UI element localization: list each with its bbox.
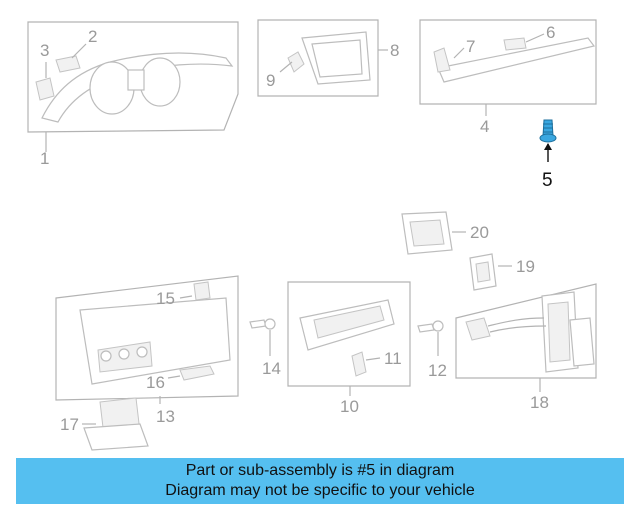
callout-label: 7 [466, 37, 475, 56]
callout-label: 17 [60, 415, 79, 434]
parts-diagram: 1 2 3 4 5 6 7 8 9 10 11 12 13 14 15 16 1… [27, 19, 597, 451]
callout-label: 10 [340, 397, 359, 416]
part-12-bolt [417, 320, 444, 356]
callout-label: 18 [530, 393, 549, 412]
callout-label: 12 [428, 361, 447, 380]
banner-line-2: Diagram may not be specific to your vehi… [165, 482, 475, 499]
part-group-10 [287, 281, 411, 396]
info-banner: Part or sub-assembly is #5 in diagram Di… [16, 458, 624, 504]
part-group-18 [455, 283, 597, 392]
part-5-screw-highlighted[interactable] [539, 119, 557, 162]
callout-label: 19 [516, 257, 535, 276]
callout-label: 1 [40, 149, 49, 168]
callout-label: 4 [480, 117, 489, 136]
part-group-4 [419, 19, 597, 116]
callout-label: 14 [262, 359, 281, 378]
part-14-bolt [249, 318, 276, 356]
part-20-bracket [401, 211, 466, 255]
callout-label: 6 [546, 23, 555, 42]
callout-label: 9 [266, 71, 275, 90]
part-group-8 [257, 19, 388, 97]
callout-label: 15 [156, 289, 175, 308]
callout-label: 8 [390, 41, 399, 60]
callout-label: 13 [156, 407, 175, 426]
callout-label: 2 [88, 27, 97, 46]
part-group-13 [55, 275, 239, 451]
callout-label: 20 [470, 223, 489, 242]
part-group-1 [27, 21, 239, 152]
callout-label: 3 [40, 41, 49, 60]
callout-label: 11 [384, 349, 402, 368]
callout-label: 16 [146, 373, 165, 392]
part-19-cover [469, 253, 512, 291]
banner-line-1: Part or sub-assembly is #5 in diagram [185, 462, 455, 479]
callout-label-highlighted[interactable]: 5 [542, 170, 553, 191]
